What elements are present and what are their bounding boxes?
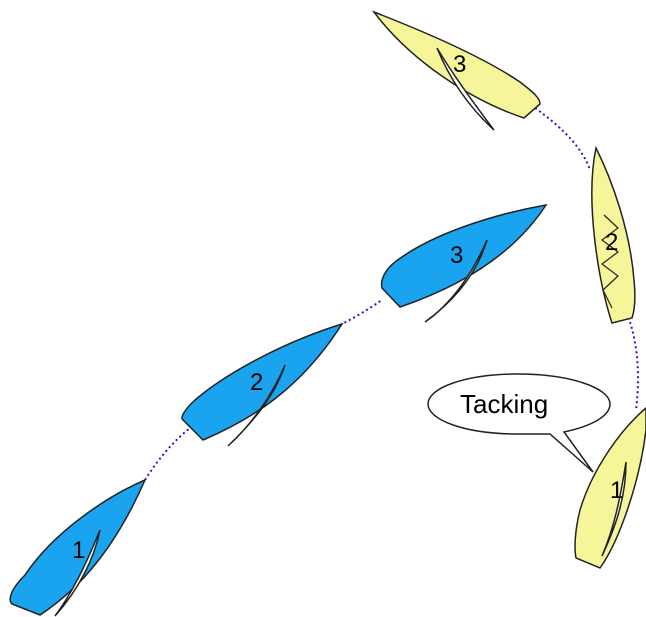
callout-bubble [427,373,611,473]
yellow-boat-1-hull [574,407,646,569]
blue-boat-3-label: 3 [450,242,463,269]
blue-boat-1-label: 1 [72,537,85,564]
blue-boat-2-label: 2 [250,369,263,396]
yellow-boat-3-label: 3 [453,51,466,78]
yellow-boat-3-hull [371,10,541,119]
blue-course-path [144,299,383,481]
yellow-boat-1: 1 [574,407,646,569]
blue-boat-1-hull [9,478,147,616]
yellow-boat-2-hull [591,145,636,324]
blue-boat-1-sail [54,529,101,617]
tacking-callout: Tacking [427,373,611,473]
callout-text: Tacking [460,389,548,419]
blue-boat-3: 3 [380,203,548,323]
yellow-boat-2-label: 2 [605,229,618,256]
blue-boat-3-hull [380,203,548,308]
blue-boat-1: 1 [9,478,147,617]
yellow-boat-2: 2 [591,145,636,324]
yellow-course-path [534,107,639,411]
blue-boat-2: 2 [181,322,344,447]
blue-boat-2-hull [181,322,344,441]
blue-boat-2-sail [227,364,286,447]
yellow-boat-1-label: 1 [610,477,623,504]
yellow-boat-3-sail [436,47,495,131]
yellow-boat-1-sail [601,461,627,557]
yellow-boat-3: 3 [371,10,541,131]
blue-boat-3-sail [424,239,488,323]
yellow-boat-2-sail-luffing [601,214,619,309]
